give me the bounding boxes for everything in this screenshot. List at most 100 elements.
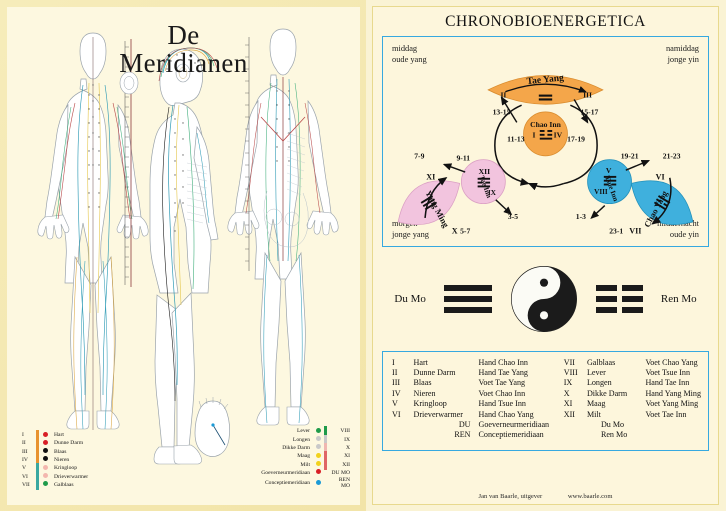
legend-right-label: Maag — [297, 453, 310, 460]
cell-meridian: Voet Chao Inn — [478, 388, 526, 398]
legend-left-dot — [40, 472, 51, 480]
figure-side — [119, 47, 219, 465]
tae-inn-node — [461, 159, 506, 205]
cell-code: DU — [458, 420, 471, 430]
footer-website: www.baarle.com — [567, 493, 613, 500]
chrono-title: CHRONOBIOENERGETICA — [445, 13, 646, 30]
cell-organ: Galblaas — [586, 357, 616, 367]
ren-mo-trigram — [595, 285, 643, 313]
cycle-svg: Tae Yang Chao Inn Tae Inn Tsue Inn Yang … — [397, 72, 694, 235]
roman-tae-yang-right: III — [583, 91, 592, 100]
legend-left-dot — [40, 439, 51, 447]
yin-yang-symbol — [510, 266, 577, 332]
chao-yang-node — [630, 180, 694, 225]
time-13-15: 13-15 — [493, 108, 511, 117]
legend-left-dot — [40, 448, 51, 456]
legend-right-dot — [313, 460, 323, 468]
corner-label-top-left: middag oude yang — [392, 44, 427, 65]
roman-yang-ming-top: XI — [426, 173, 435, 182]
footer: Jan van Baarle, uitgever www.baarle.com — [373, 493, 718, 500]
cell-meridian: Voet Tae Yang — [478, 378, 526, 388]
corner-tr-line2: jonge yin — [667, 54, 699, 64]
roman-tsue-inn-top: V — [606, 166, 612, 175]
legend-right-dot — [313, 469, 323, 477]
legend-left-numeral: VII — [22, 481, 30, 488]
cell-meridian: Voet Chao Yang — [645, 357, 698, 367]
cell-organ: Nieren — [413, 388, 436, 398]
corner-tl-line2: oude yang — [392, 54, 427, 64]
trigram-row — [595, 296, 643, 302]
cell-numeral: IX — [563, 378, 573, 388]
roman-chao-inn-left: I — [533, 131, 536, 140]
figure-front — [37, 32, 149, 430]
time-21-23: 21-23 — [663, 152, 681, 161]
cell-numeral: X — [563, 388, 570, 398]
cell-short-name: Du Mo — [600, 420, 625, 430]
cell-numeral: XII — [563, 409, 575, 419]
cell-organ: Kringloop — [413, 399, 447, 409]
legend-right-colorbar — [323, 426, 328, 437]
legend-right-colorbar — [323, 442, 328, 454]
cell-numeral: IV — [392, 388, 401, 398]
trigram-row — [443, 307, 492, 313]
cell-meridian-name: Conceptiemeridiaan — [478, 430, 544, 440]
cell-meridian: Voet Tsue Inn — [645, 368, 690, 378]
legend-left-colorbar — [35, 446, 40, 457]
legend-right-colorbar — [323, 459, 328, 470]
legend-left-dot — [40, 481, 51, 489]
page-title-line2: Meridianen — [119, 48, 248, 79]
cell-organ: Longen — [586, 378, 612, 388]
tae-yang-name: Tae Yang — [526, 72, 564, 87]
figure-back — [227, 28, 339, 426]
time-7-9: 7-9 — [414, 152, 424, 161]
cell-numeral: III — [392, 378, 401, 388]
meridian-figures — [7, 7, 360, 505]
left-panel-inner: De Meridianen — [7, 7, 360, 505]
cell-organ: Milt — [586, 409, 601, 419]
cell-numeral: VI — [392, 409, 401, 419]
chrono-cycle-diagram: middag oude yang namiddag jonge yin morg… — [382, 36, 709, 247]
legend-left-colorbar — [35, 463, 40, 474]
cell-meridian-name: Goeverneurmeridiaan — [478, 420, 550, 430]
legend-left-dot — [40, 464, 51, 472]
legend-right-numeral: X — [345, 444, 350, 451]
cell-organ: Lever — [586, 368, 606, 378]
cell-organ: Dikke Darm — [586, 388, 628, 398]
legend-left-numeral: I — [22, 432, 24, 439]
cell-meridian: Hand Tsue Inn — [478, 399, 526, 409]
cell-numeral: V — [392, 399, 398, 409]
legend-left-numeral: V — [22, 465, 27, 472]
corner-bl-line2: jonge yang — [392, 229, 429, 239]
trigram-row — [595, 285, 643, 291]
roman-chao-yang-top: VI — [656, 173, 665, 182]
time-19-21: 19-21 — [621, 152, 639, 161]
ren-mo-label: Ren Mo — [660, 293, 697, 305]
legend-left-numeral: IV — [22, 456, 28, 463]
cell-organ: Blaas — [413, 378, 432, 388]
legend-right-numeral: XII — [342, 461, 350, 468]
chao-inn-name: Chao Inn — [530, 120, 561, 129]
time-23-1: 23-1 — [609, 226, 623, 235]
left-panel-meridians: De Meridianen — [0, 0, 366, 511]
roman-tae-inn-bottom: IX — [488, 189, 497, 197]
roman-yang-ming-bottom: X — [452, 226, 458, 235]
cell-meridian: Hand Chao Yang — [478, 409, 534, 419]
